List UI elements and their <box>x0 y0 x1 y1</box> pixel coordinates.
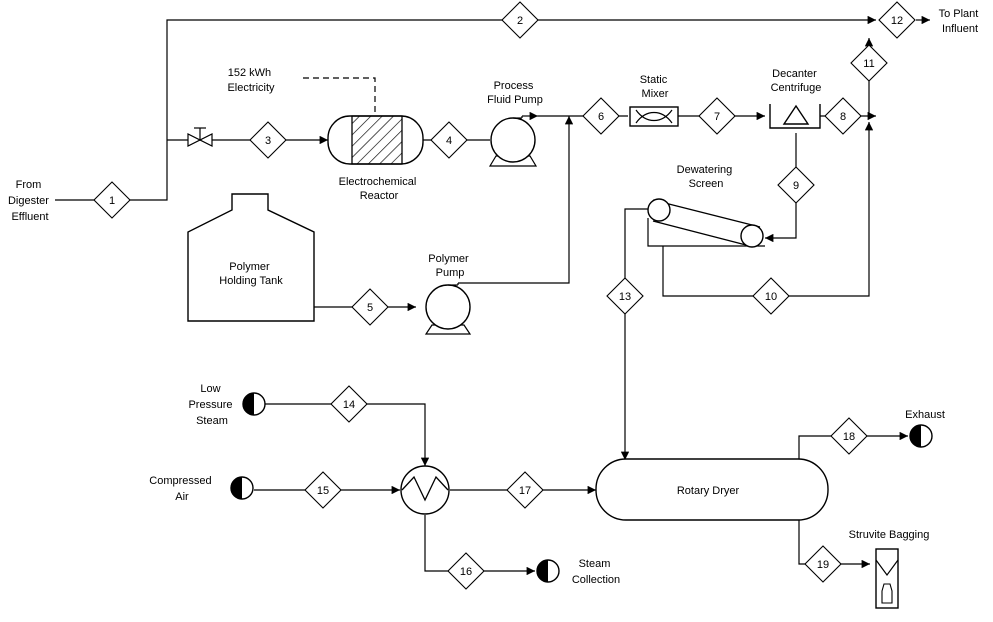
struvite-bagging-unit[interactable] <box>875 548 899 609</box>
stream-diamond-13[interactable]: 13 <box>606 277 644 315</box>
stream-diamond-10[interactable]: 10 <box>752 277 790 315</box>
process-fluid-pump[interactable] <box>488 116 538 167</box>
stream-diamond-7[interactable]: 7 <box>698 97 736 135</box>
stream-number-1: 1 <box>109 195 115 207</box>
rotary-dryer[interactable] <box>595 458 829 521</box>
label-exhaust: Exhaust <box>905 409 945 421</box>
label-low-pressure-steam: Low Pressure Steam <box>188 383 235 427</box>
stream-number-16: 16 <box>460 566 472 578</box>
label-polymer-holding-tank: Polymer Holding Tank <box>219 261 283 287</box>
stream-number-6: 6 <box>598 111 604 123</box>
label-from-digester: From Digester Effluent <box>8 179 52 223</box>
stream-number-15: 15 <box>317 485 329 497</box>
stream-diamond-8[interactable]: 8 <box>824 97 862 135</box>
steam-collection-terminal-icon <box>536 559 560 583</box>
stream-diamond-11[interactable]: 11 <box>850 44 888 82</box>
stream-number-14: 14 <box>343 399 355 411</box>
stream-diamond-5[interactable]: 5 <box>351 288 389 326</box>
stream-number-13: 13 <box>619 291 631 303</box>
stream-diamond-17[interactable]: 17 <box>506 471 544 509</box>
polymer-pump[interactable] <box>424 283 472 335</box>
label-electrochemical-reactor: Electrochemical Reactor <box>339 176 420 202</box>
stream-diamond-16[interactable]: 16 <box>447 552 485 590</box>
stream-number-19: 19 <box>817 559 829 571</box>
stream-diamond-18[interactable]: 18 <box>830 417 868 455</box>
decanter-centrifuge[interactable] <box>769 104 821 129</box>
stream-number-8: 8 <box>840 111 846 123</box>
exhaust-terminal-icon <box>909 424 933 448</box>
stream-number-2: 2 <box>517 15 523 27</box>
label-static-mixer: Static Mixer <box>640 74 671 100</box>
stream-diamond-14[interactable]: 14 <box>330 385 368 423</box>
stream-diamond-3[interactable]: 3 <box>249 121 287 159</box>
stream-number-9: 9 <box>793 180 799 192</box>
stream-number-17: 17 <box>519 485 531 497</box>
stream-diamond-19[interactable]: 19 <box>804 545 842 583</box>
stream-number-18: 18 <box>843 431 855 443</box>
stream-number-4: 4 <box>446 135 452 147</box>
stream-number-3: 3 <box>265 135 271 147</box>
label-steam-collection: Steam Collection <box>572 558 620 586</box>
label-polymer-pump: Polymer Pump <box>428 253 471 279</box>
label-process-fluid-pump: Process Fluid Pump <box>487 80 543 106</box>
label-electricity: 152 kWh Electricity <box>227 67 275 94</box>
stream-diamond-1[interactable]: 1 <box>93 181 131 219</box>
equipment-labels: From Digester Effluent To Plant Influent… <box>8 8 982 586</box>
stream-diamond-6[interactable]: 6 <box>582 97 620 135</box>
static-mixer[interactable] <box>629 106 679 127</box>
stream-number-5: 5 <box>367 302 373 314</box>
label-to-plant-influent: To Plant Influent <box>939 8 982 35</box>
stream-diamond-12[interactable]: 12 <box>878 1 916 39</box>
stream-number-10: 10 <box>765 291 777 303</box>
stream-diamond-9[interactable]: 9 <box>777 166 815 204</box>
control-valve-icon[interactable] <box>187 127 213 147</box>
stream-number-11: 11 <box>863 58 874 70</box>
stream-diamond-2[interactable]: 2 <box>501 1 539 39</box>
compressed-air-source-icon <box>230 476 254 500</box>
label-dewatering-screen: Dewatering Screen <box>677 164 736 190</box>
dewatering-screen[interactable] <box>647 198 765 248</box>
lp-steam-source-icon <box>242 392 266 416</box>
polymer-holding-tank[interactable] <box>187 193 315 322</box>
stream-number-12: 12 <box>891 15 903 27</box>
label-compressed-air: Compressed Air <box>149 475 214 503</box>
stream-number-7: 7 <box>714 111 720 123</box>
stream-diamond-15[interactable]: 15 <box>304 471 342 509</box>
label-rotary-dryer: Rotary Dryer <box>677 485 740 497</box>
label-struvite-bagging: Struvite Bagging <box>849 529 930 541</box>
label-decanter-centrifuge: Decanter Centrifuge <box>771 68 822 94</box>
stream-diamond-4[interactable]: 4 <box>430 121 468 159</box>
heat-exchanger[interactable] <box>400 465 450 515</box>
electrochemical-reactor[interactable] <box>327 115 424 165</box>
